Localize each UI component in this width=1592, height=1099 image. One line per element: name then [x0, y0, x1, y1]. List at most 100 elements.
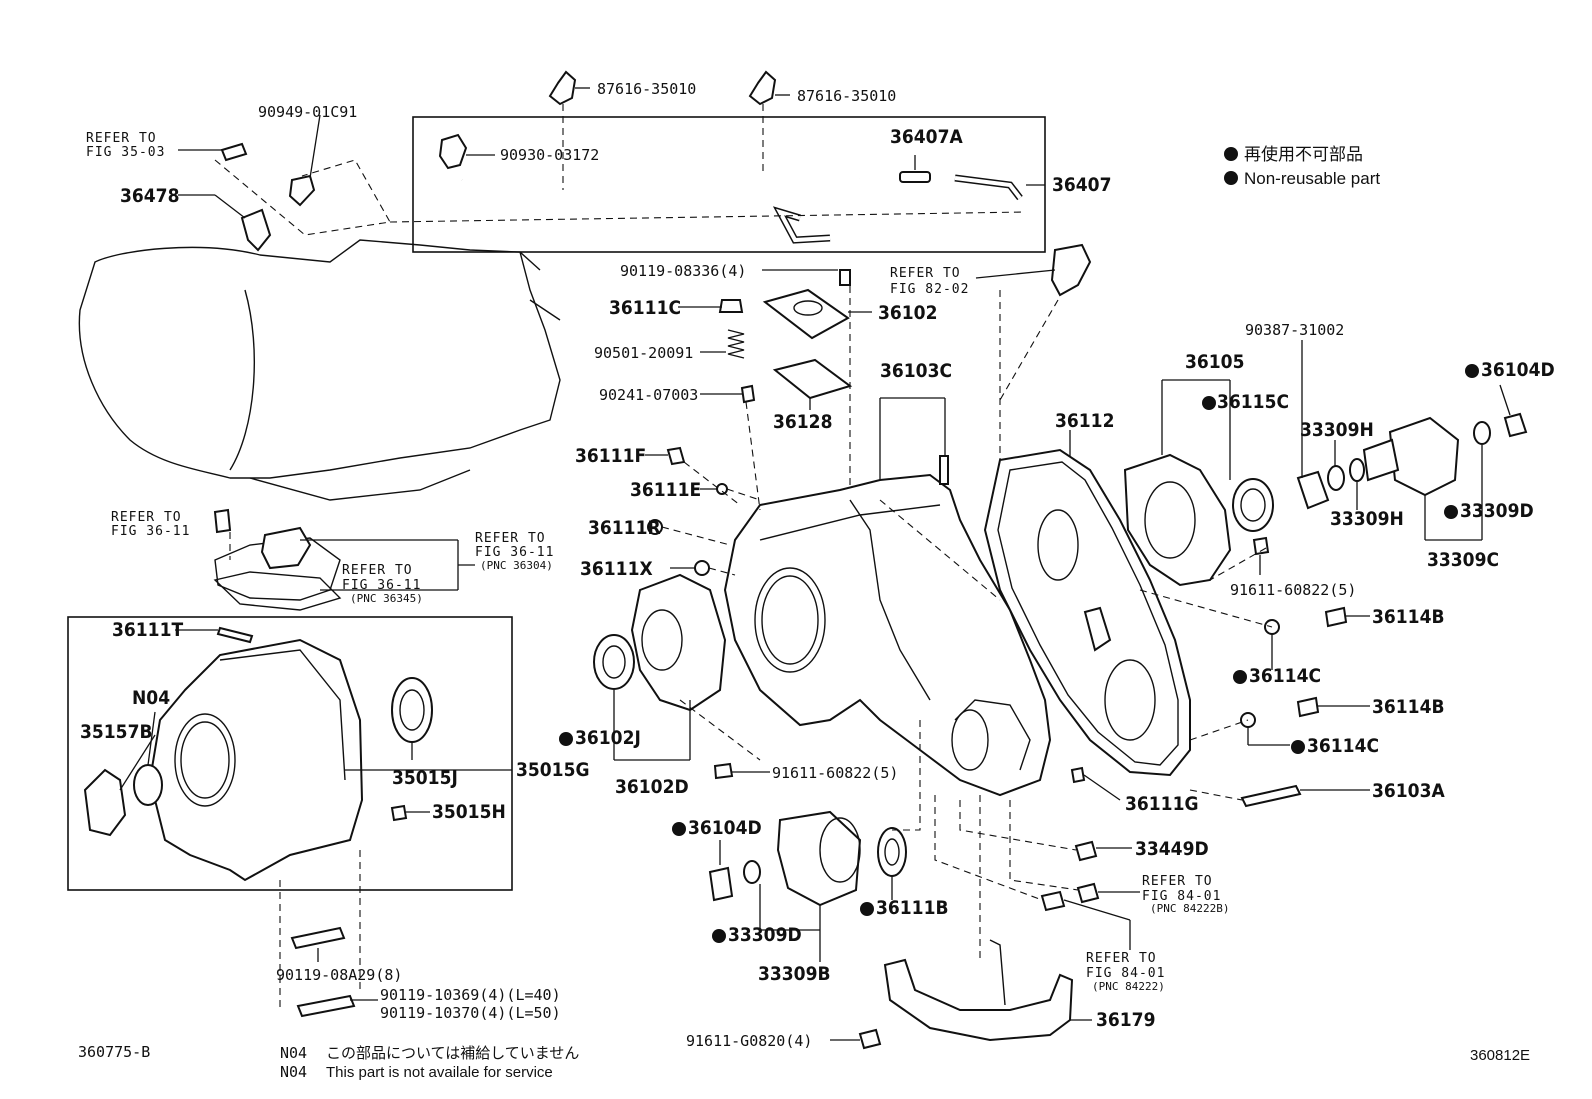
ref-fig36-pnc36304-line3[interactable]: (PNC 36304): [480, 559, 553, 572]
cap-35157b: [83, 768, 127, 837]
label-91611-g0820[interactable]: 91611-G0820(4): [686, 1032, 812, 1050]
label-36104d-right[interactable]: 36104D: [1481, 359, 1555, 381]
label-90930[interactable]: 90930-03172: [500, 146, 599, 164]
rear-output-parts: [1040, 412, 1528, 912]
ref-fig84b-line2[interactable]: FIG 84-01: [1142, 889, 1221, 904]
label-90501[interactable]: 90501-20091: [594, 344, 693, 362]
ref-fig84-line3[interactable]: (PNC 84222): [1092, 980, 1165, 993]
label-90241[interactable]: 90241-07003: [599, 386, 698, 404]
label-36102[interactable]: 36102: [878, 302, 937, 324]
label-36111g[interactable]: 36111G: [1125, 793, 1199, 815]
dot-36114c-a: [1233, 670, 1247, 684]
label-90387[interactable]: 90387-31002: [1245, 321, 1344, 339]
label-90119-08a29[interactable]: 90119-08A29(8): [276, 966, 402, 984]
label-33449d[interactable]: 33449D: [1135, 838, 1209, 860]
ref-fig36-pnc36345-line3[interactable]: (PNC 36345): [350, 592, 423, 605]
label-36478[interactable]: 36478: [120, 185, 179, 207]
label-36102j[interactable]: 36102J: [575, 727, 641, 749]
hose-clip-left: [548, 70, 577, 106]
legend-text-en: Non-reusable part: [1244, 169, 1380, 188]
label-33309h-a[interactable]: 33309H: [1300, 419, 1374, 441]
dot-36111b: [860, 902, 874, 916]
label-n04[interactable]: N04: [132, 687, 170, 709]
plug-36111f: [666, 446, 686, 466]
spring-90501: [727, 329, 745, 359]
label-90119-10369[interactable]: 90119-10369(4)(L=40): [380, 986, 561, 1004]
ref-fig82-line2[interactable]: FIG 82-02: [890, 282, 969, 297]
dot-36115c: [1202, 396, 1216, 410]
label-87616-b[interactable]: 87616-35010: [797, 87, 896, 105]
label-36103a[interactable]: 36103A: [1372, 780, 1445, 802]
label-36114c-a[interactable]: 36114C: [1249, 665, 1321, 687]
legend-dot-en: [1224, 171, 1238, 185]
ref-fig82-line1[interactable]: REFER TO: [890, 266, 961, 281]
label-90119-10370[interactable]: 90119-10370(4)(L=50): [380, 1004, 561, 1022]
label-91611-60822-left[interactable]: 91611-60822(5): [772, 764, 898, 782]
ref-fig36-pnc36345-line1[interactable]: REFER TO: [342, 563, 413, 578]
label-36111t[interactable]: 36111T: [112, 619, 183, 641]
bolt-91611-60822-right: [1252, 536, 1270, 556]
label-36111f[interactable]: 36111F: [575, 445, 646, 467]
label-35015g[interactable]: 35015G: [516, 759, 590, 781]
label-33309c[interactable]: 33309C: [1427, 549, 1499, 571]
label-36111e[interactable]: 36111E: [630, 479, 701, 501]
ref-fig36-pnc36345-line2[interactable]: FIG 36-11: [342, 578, 421, 593]
housing-36102d: [630, 573, 727, 712]
ref-fig36-line2[interactable]: FIG 36-11: [111, 524, 190, 539]
footer: 360775-B 360812E N04 この部品については補給していません N…: [78, 1043, 1530, 1081]
label-36407a[interactable]: 36407A: [890, 126, 963, 148]
label-36111b[interactable]: 36111B: [876, 897, 949, 919]
label-36114b-a[interactable]: 36114B: [1372, 606, 1445, 628]
label-36179[interactable]: 36179: [1096, 1009, 1155, 1031]
seal-n04: [133, 764, 163, 806]
label-36102d[interactable]: 36102D: [615, 776, 689, 798]
plug-35015h: [390, 804, 408, 822]
switch-fig84: [1040, 890, 1066, 912]
breather-hose-assembly: [412, 70, 1046, 253]
ref-fig84b-line1[interactable]: REFER TO: [1142, 874, 1213, 889]
label-33309d-right[interactable]: 33309D: [1460, 500, 1534, 522]
label-36128[interactable]: 36128: [773, 411, 832, 433]
label-33309h-b[interactable]: 33309H: [1330, 508, 1404, 530]
label-87616-a[interactable]: 87616-35010: [597, 80, 696, 98]
ref-fig35-line2[interactable]: FIG 35-03: [86, 145, 165, 160]
ref-fig36-pnc36304-line2[interactable]: FIG 36-11: [475, 545, 554, 560]
bottom-left-bolts: [290, 926, 356, 1018]
plug-36111e: [716, 483, 728, 495]
label-33309d-left[interactable]: 33309D: [728, 924, 802, 946]
label-36114c-b[interactable]: 36114C: [1307, 735, 1379, 757]
label-36112[interactable]: 36112: [1055, 410, 1114, 432]
ref-fig35-line1[interactable]: REFER TO: [86, 131, 157, 146]
label-90949[interactable]: 90949-01C91: [258, 103, 357, 121]
extension-housing-front: [593, 573, 734, 780]
ref-fig84b-line3[interactable]: (PNC 84222B): [1150, 902, 1229, 915]
transfer-case-body: [723, 473, 1052, 797]
hose-clip-right: [748, 70, 777, 106]
label-36103c[interactable]: 36103C: [880, 360, 952, 382]
label-36407[interactable]: 36407: [1052, 174, 1111, 196]
label-36105[interactable]: 36105: [1185, 351, 1244, 373]
label-35015j[interactable]: 35015J: [392, 767, 458, 789]
label-91611-60822-right[interactable]: 91611-60822(5): [1230, 581, 1356, 599]
rear-case: [983, 448, 1191, 777]
breather-plug: [438, 133, 468, 170]
ref-fig84-line1[interactable]: REFER TO: [1086, 951, 1157, 966]
washer-33309d-left: [743, 860, 761, 884]
label-36111x[interactable]: 36111X: [580, 558, 653, 580]
label-35015h[interactable]: 35015H: [432, 801, 506, 823]
label-36111r[interactable]: 36111R: [588, 517, 661, 539]
label-90119-08336[interactable]: 90119-08336(4): [620, 262, 746, 280]
label-35157b[interactable]: 35157B: [80, 721, 153, 743]
label-36115c[interactable]: 36115C: [1217, 391, 1289, 413]
ref-fig84-line2[interactable]: FIG 84-01: [1086, 966, 1165, 981]
nut-36104d-left: [708, 866, 734, 902]
label-36114b-b[interactable]: 36114B: [1372, 696, 1445, 718]
label-36104d-left[interactable]: 36104D: [688, 817, 762, 839]
label-33309b[interactable]: 33309B: [758, 963, 831, 985]
ref-fig36-line1[interactable]: REFER TO: [111, 510, 182, 525]
oil-pump-reference: [213, 508, 342, 611]
adapter-group-box: [67, 616, 513, 891]
ref-fig36-pnc36304-line1[interactable]: REFER TO: [475, 531, 546, 546]
label-36111c[interactable]: 36111C: [609, 297, 681, 319]
